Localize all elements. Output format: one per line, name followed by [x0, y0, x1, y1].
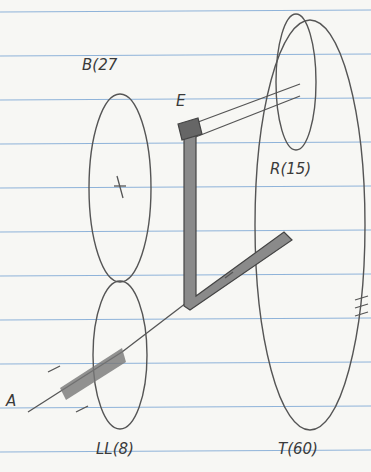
part-label: B(27 [82, 56, 117, 74]
part-label: LL(8) [96, 440, 134, 458]
part-label: A [6, 392, 16, 410]
part-label: T(60) [278, 440, 318, 458]
crank-arm [178, 118, 292, 310]
gear-outlines [89, 14, 365, 430]
shaft-lines [28, 84, 300, 412]
hub-shading [60, 348, 126, 400]
notebook-rules [0, 10, 371, 452]
hatch-marks [48, 272, 368, 412]
part-label: E [176, 92, 185, 110]
part-label: R(15) [270, 160, 311, 178]
